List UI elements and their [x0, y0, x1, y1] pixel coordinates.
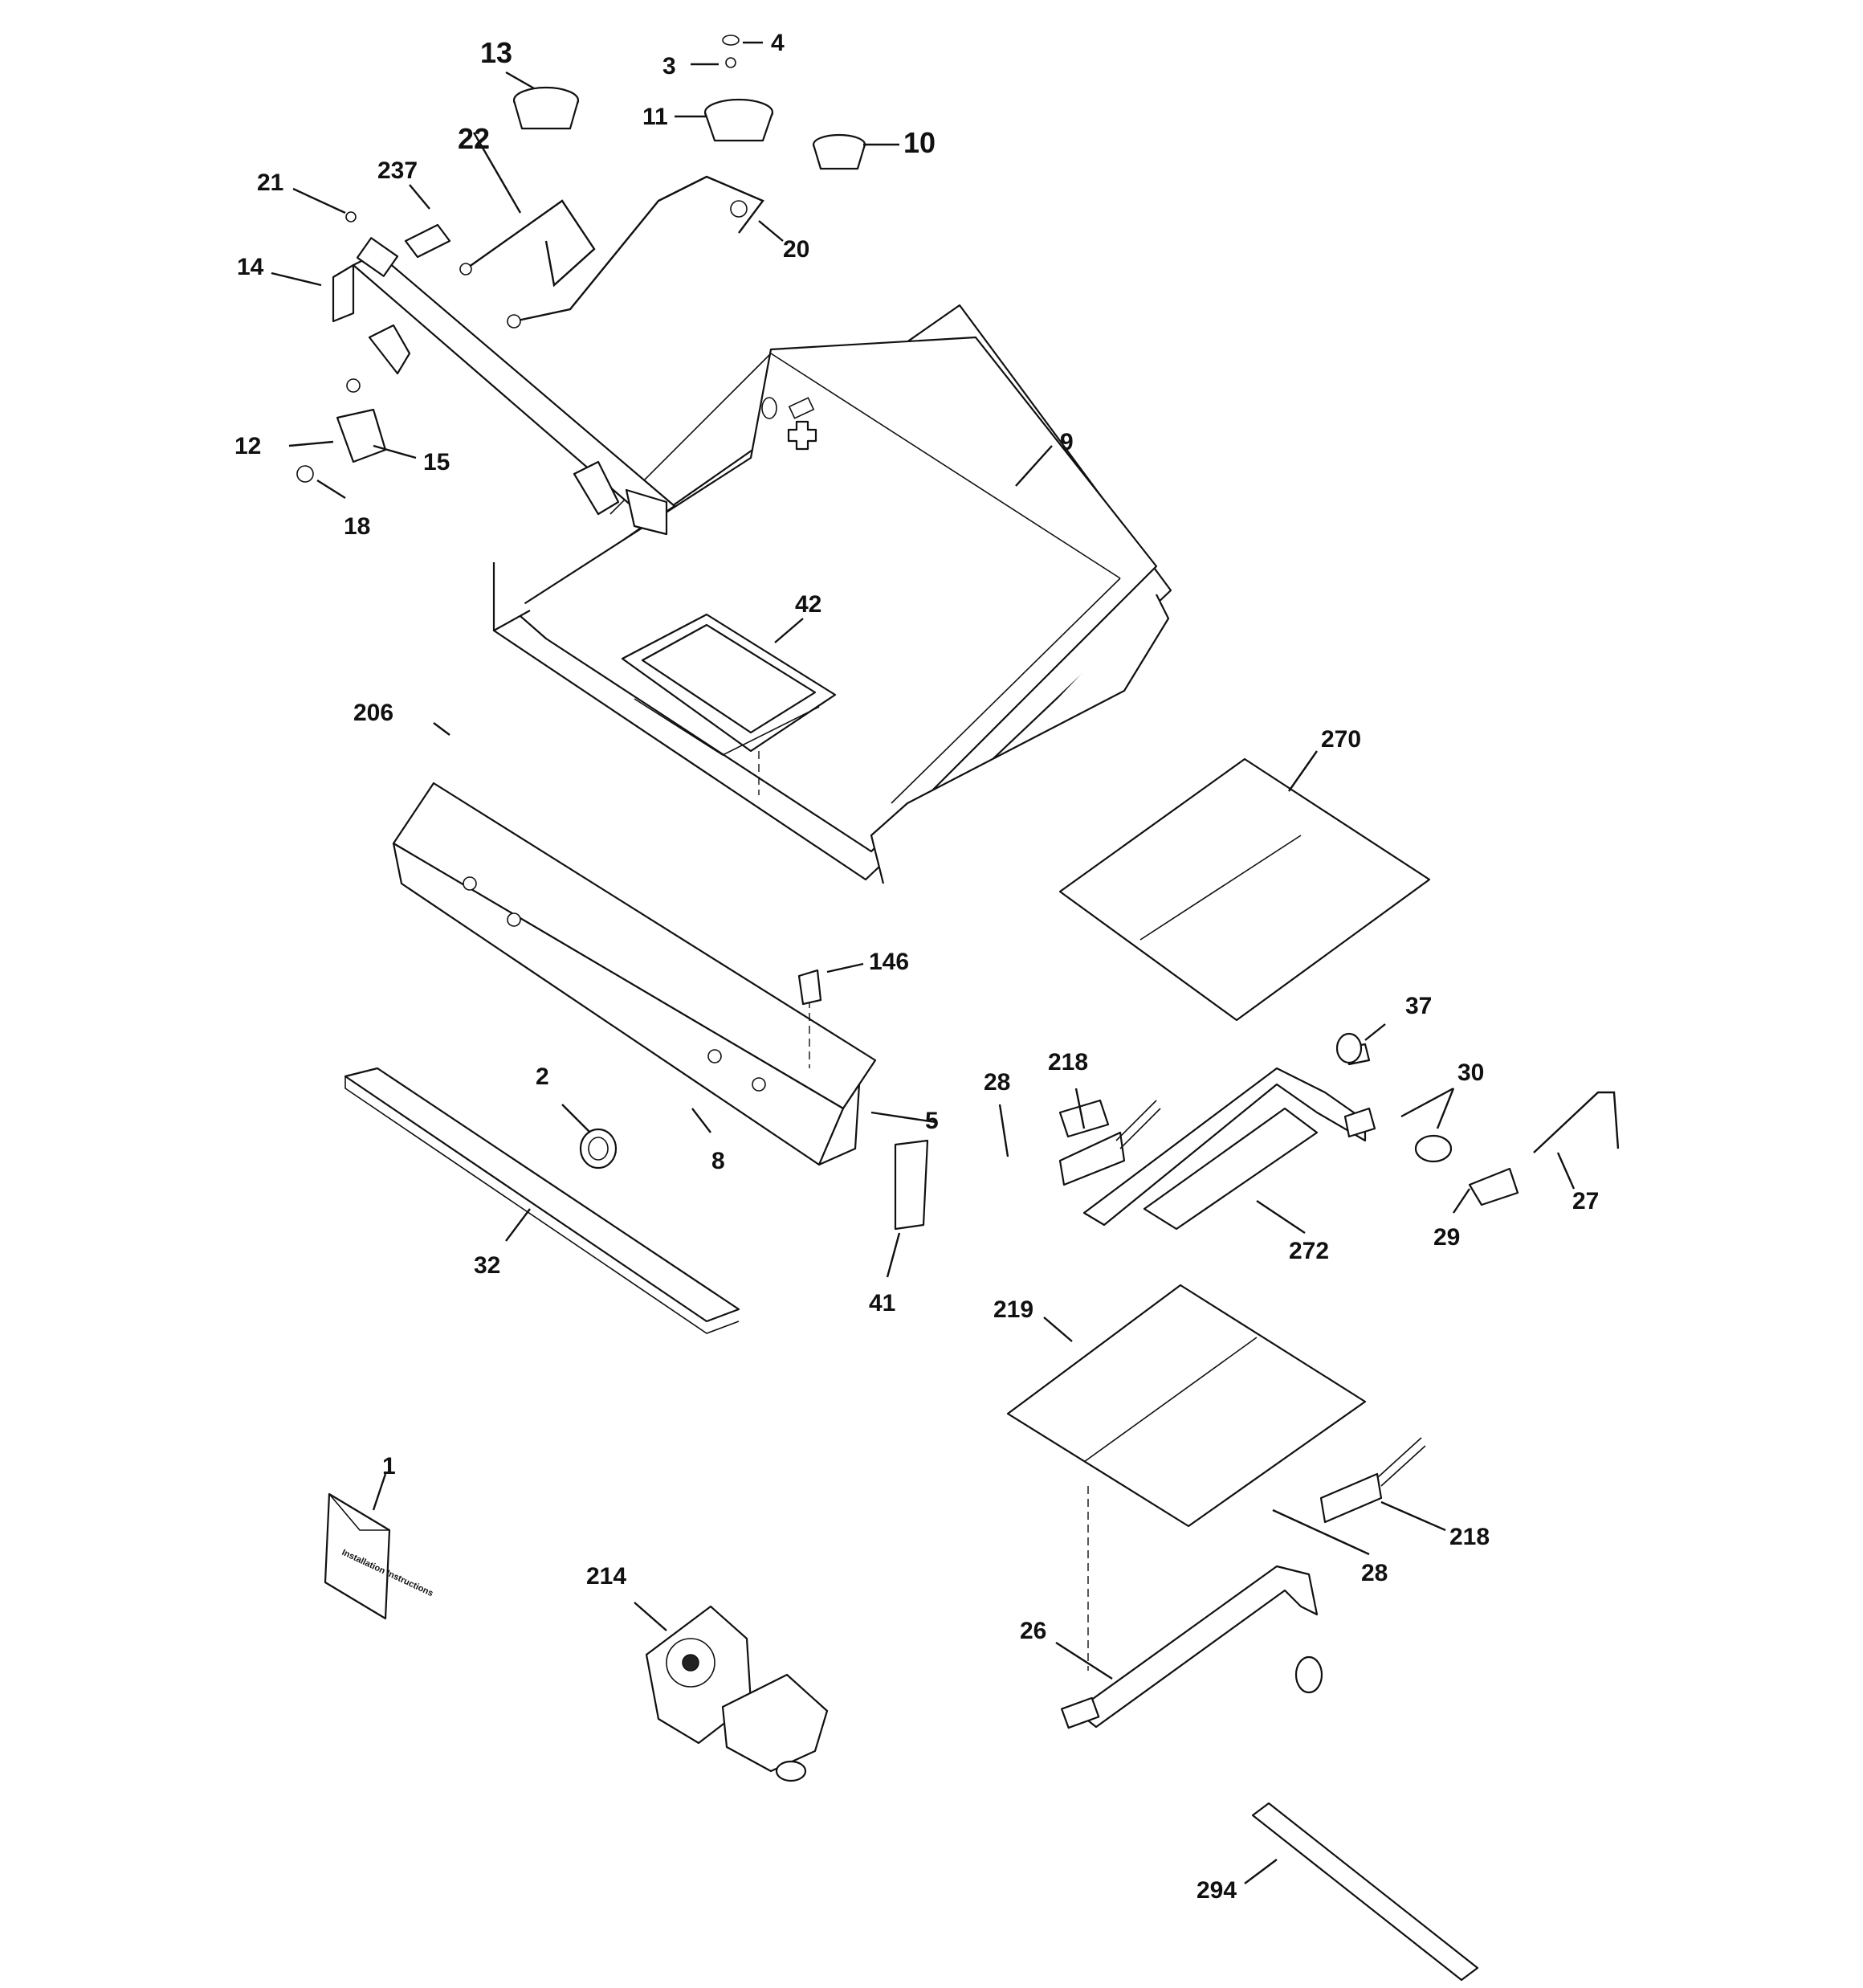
callout-237: 237: [377, 157, 418, 184]
bracket-part: [1251, 1802, 1479, 1982]
callout-41: 41: [869, 1290, 895, 1316]
callout-15: 15: [423, 449, 450, 476]
callout-32: 32: [474, 1252, 500, 1279]
callout-29: 29: [1433, 1224, 1460, 1251]
callout-1: 1: [382, 1453, 396, 1480]
callout-30: 30: [1457, 1059, 1484, 1086]
callout-270: 270: [1321, 726, 1361, 753]
callout-272: 272: [1289, 1238, 1329, 1264]
end-cap-part: [894, 1139, 929, 1231]
callout-14: 14: [237, 254, 264, 280]
callout-214: 214: [586, 1563, 626, 1590]
control-panel-part: [392, 782, 877, 1166]
callout-294: 294: [1196, 1877, 1237, 1904]
callout-20: 20: [783, 236, 809, 263]
callout-219: 219: [993, 1296, 1033, 1323]
callout-28-upper: 28: [984, 1069, 1010, 1096]
callout-12: 12: [234, 433, 261, 459]
cooktop-pan-part: [492, 304, 1172, 884]
callout-13: 13: [480, 36, 512, 69]
burner-baffle-upper-part: [1058, 757, 1431, 1022]
callout-8: 8: [711, 1148, 725, 1174]
callout-42: 42: [795, 591, 821, 618]
callout-27: 27: [1572, 1188, 1599, 1214]
callout-218-lower: 218: [1449, 1524, 1490, 1550]
callout-11: 11: [642, 104, 668, 130]
panel-strip-part: [344, 1067, 740, 1334]
bake-burner-part: [1061, 1565, 1323, 1729]
burner-baffle-lower-part: [1006, 1284, 1367, 1671]
manifold-tube-part: [332, 237, 676, 536]
callout-9: 9: [1060, 429, 1074, 455]
knob-part: [579, 1128, 618, 1170]
callout-3: 3: [662, 53, 676, 80]
callout-10: 10: [903, 126, 936, 159]
callout-146: 146: [869, 949, 909, 975]
callout-4: 4: [771, 30, 785, 56]
callout-206: 206: [353, 700, 393, 726]
burner-box-recess-part: [621, 613, 837, 795]
callout-37: 37: [1405, 993, 1432, 1019]
callout-218-upper: 218: [1048, 1049, 1088, 1076]
burner-heads-part: [512, 35, 866, 170]
installation-instructions-doc: Installation Instructions: [324, 1492, 434, 1620]
gas-valve-part: [645, 1605, 829, 1782]
igniter-parts: [1058, 1032, 1426, 1524]
valve-small-parts: [296, 211, 451, 483]
broil-burner-assembly-part: [1058, 1043, 1620, 1231]
callout-18: 18: [344, 513, 370, 540]
callout-labels: 1 2 3 4 5 8 9 10 11 12 13 14 15 18 20 21…: [234, 30, 1599, 1904]
callout-22: 22: [458, 122, 490, 155]
callout-21: 21: [257, 169, 283, 196]
callout-26: 26: [1020, 1618, 1046, 1644]
callout-5: 5: [925, 1108, 939, 1134]
callout-28-lower: 28: [1361, 1560, 1388, 1586]
callout-2: 2: [536, 1063, 549, 1090]
gas-lines-part: [459, 175, 764, 329]
leader-lines: [271, 41, 1576, 1884]
